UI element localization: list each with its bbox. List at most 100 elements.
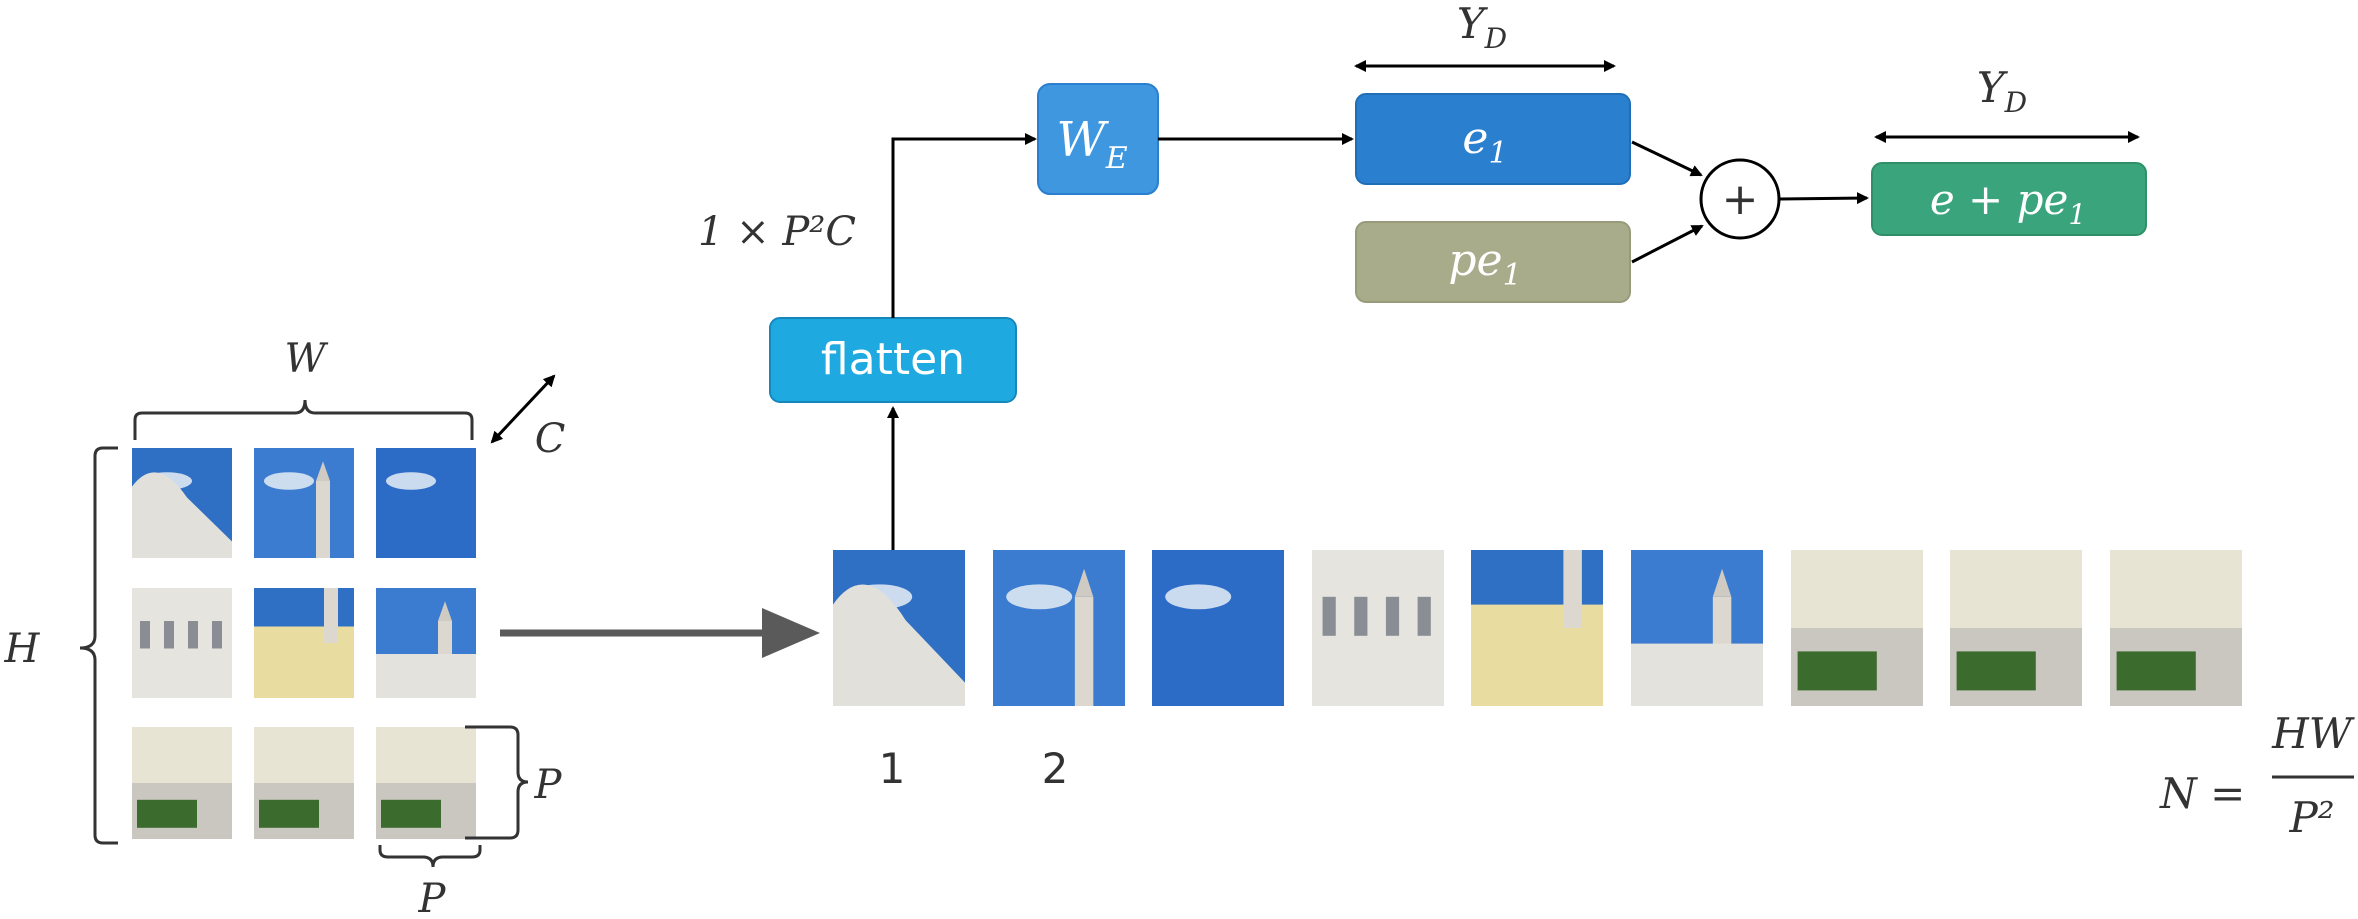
patch-index-2: 2	[1042, 744, 1069, 793]
weight-label: WE	[1056, 112, 1127, 176]
output-box	[1871, 162, 2147, 236]
weight-subscript: E	[1105, 141, 1128, 176]
embedding-subscript: 1	[1488, 136, 1507, 171]
output-width-sub: D	[2004, 86, 2027, 119]
grid-patch-9-hedge	[381, 799, 441, 828]
output-subscript: 1	[2068, 198, 2086, 231]
position-node: pe1	[1355, 221, 1631, 303]
grid-patch-4-window	[188, 621, 198, 649]
embedding-width-main: Y	[1457, 0, 1489, 48]
grid-patch-6	[376, 588, 476, 698]
sequence-patch-8-building	[1950, 550, 2082, 628]
plus-to-output-arrow	[1779, 192, 1869, 205]
patch-count-denominator: P²	[2288, 793, 2334, 842]
grid-patch-7-hedge	[137, 799, 197, 828]
sequence-patch-9-hedge	[2116, 651, 2196, 691]
grid-patch-8	[254, 727, 354, 839]
position-main: pe	[1448, 235, 1502, 286]
sequence-patch-1-building	[833, 584, 965, 706]
patch-sequence	[833, 550, 2242, 706]
sequence-patch-4-window	[1354, 596, 1368, 636]
width-brace	[133, 399, 474, 440]
channel-label: C	[535, 416, 566, 462]
channel-arrow	[490, 374, 556, 444]
position-box	[1355, 221, 1631, 303]
sequence-patch-4	[1312, 550, 1444, 706]
sequence-patch-3-cloud	[1165, 584, 1232, 610]
embedding-label: e1	[1462, 113, 1507, 171]
sequence-patch-8	[1950, 550, 2082, 706]
grid-patch-4-window	[140, 621, 150, 649]
sequence-patch-4-window	[1385, 596, 1400, 636]
flattened-dim-label: 1 × P²C	[698, 209, 856, 255]
grid-patch-8-building	[254, 727, 354, 783]
grid-patch-4-window	[164, 621, 174, 649]
grid-patch-9	[376, 727, 476, 839]
embedding-width-sub: D	[1484, 22, 1507, 55]
output-width-label: YD	[1977, 63, 2027, 119]
patch-width-brace	[378, 845, 482, 868]
flatten-to-weight-arrow	[891, 133, 1037, 318]
grid-patch-4-window	[212, 621, 222, 649]
sequence-patch-2	[993, 550, 1125, 706]
grid-patch-6-spire	[438, 601, 452, 621]
sequence-patch-5-tower	[1563, 550, 1582, 628]
sequence-patch-7-building	[1791, 550, 1923, 628]
plus-circle	[1699, 158, 1781, 240]
sequence-patch-1	[833, 550, 965, 706]
patch-height-label: P	[534, 762, 563, 808]
sequence-arrowhead	[762, 608, 820, 658]
grid-patch-5-tower	[324, 588, 338, 643]
sequence-patch-7-hedge	[1797, 651, 1877, 691]
grid-patch-3	[376, 448, 476, 558]
sequence-patch-9-building	[2110, 550, 2242, 628]
sequence-patch-4-window	[1417, 596, 1431, 636]
grid-patch-7-building	[132, 727, 232, 783]
sequence-patch-6-spire	[1712, 568, 1732, 597]
grid-patch-3-cloud	[386, 472, 436, 490]
embedding-box	[1355, 93, 1631, 185]
sequence-patch-5	[1471, 550, 1603, 706]
sequence-patch-2-cloud	[1006, 584, 1073, 610]
output-main: e + pe	[1930, 175, 2069, 224]
width-label: W	[284, 336, 328, 382]
flatten-label: flatten	[821, 334, 965, 385]
grid-patch-1-building	[132, 472, 232, 558]
weight-main: W	[1056, 112, 1109, 168]
sequence-patch-8-hedge	[1956, 651, 2036, 691]
patch-index-1: 1	[879, 744, 906, 793]
grid-patch-1	[132, 448, 232, 558]
embedding-main: e	[1462, 113, 1488, 164]
output-node: e + pe1	[1871, 162, 2147, 236]
position-to-plus-arrow	[1631, 224, 1704, 264]
grid-patch-8-hedge	[259, 799, 319, 828]
patch-height-brace	[465, 725, 529, 840]
position-subscript: 1	[1503, 258, 1522, 293]
grid-patch-2-cloud	[264, 472, 314, 490]
position-label: pe1	[1448, 235, 1521, 293]
sequence-patch-2-tower	[1074, 596, 1094, 706]
height-label: H	[4, 626, 41, 672]
grid-patch-9-building	[376, 727, 476, 783]
sequence-patch-7	[1791, 550, 1923, 706]
height-brace	[79, 446, 118, 845]
output-width-main: Y	[1977, 63, 2009, 112]
add-node: +	[1699, 158, 1781, 240]
sequence-patch-9	[2110, 550, 2242, 706]
flatten-node: flatten	[769, 317, 1017, 403]
sequence-patch-2-spire	[1074, 568, 1094, 597]
grid-patch-2-spire	[316, 461, 330, 481]
grid-patch-6-facade	[376, 654, 476, 698]
grid-patch-2-background	[254, 448, 354, 558]
patch-width-label: P	[418, 876, 447, 919]
output-label: e + pe1	[1930, 175, 2086, 231]
patch-count-lhs: N =	[2159, 769, 2245, 818]
embedding-node: e1	[1355, 93, 1631, 185]
grid-patch-5	[254, 588, 354, 698]
embedding-to-plus-arrow	[1631, 140, 1703, 177]
sequence-patch-6-facade	[1631, 643, 1763, 706]
embedding-width-label: YD	[1457, 0, 1507, 55]
weight-node: WE	[1037, 83, 1159, 195]
grid-patch-2	[254, 448, 354, 558]
